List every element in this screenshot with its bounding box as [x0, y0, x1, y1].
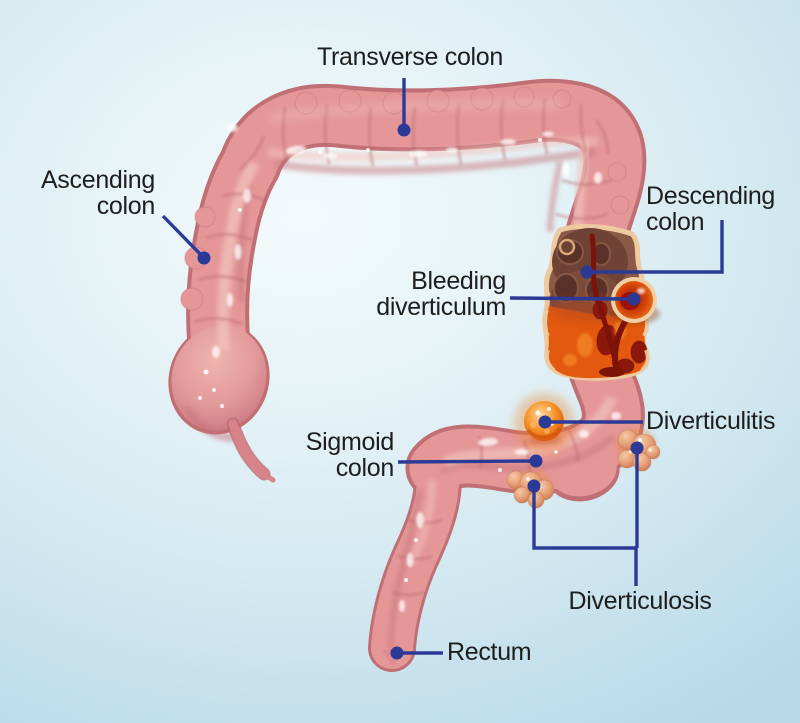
dot-diverticulitis: [538, 415, 552, 429]
label-descending-colon: Descending colon: [646, 183, 796, 235]
dot-rectum: [390, 646, 404, 660]
leader-descending-colon: [590, 220, 724, 274]
appendix-shape: [226, 417, 276, 483]
tube-shading: [182, 148, 617, 651]
label-descending-line1: Descending: [646, 182, 776, 210]
blood-pockets: [592, 300, 648, 374]
label-bleeding-line2: diverticulum: [376, 293, 506, 321]
label-sigmoid-colon: Sigmoid colon: [276, 428, 395, 482]
leader-sigmoid-colon: [397, 459, 534, 464]
cut-edge-accents: [542, 269, 650, 372]
label-sigmoid-line2: colon: [335, 454, 395, 482]
label-transverse-colon: Transverse colon: [316, 43, 504, 71]
leader-ascending-colon: [161, 214, 205, 259]
label-ascending-line2: colon: [96, 192, 156, 220]
descending-colon-cutaway: [542, 224, 660, 381]
label-diverticulitis: Diverticulitis: [646, 407, 776, 435]
leader-bleeding-diverticulum: [509, 296, 632, 301]
leader-lines: [161, 78, 724, 655]
sigmoid-lower-lobe: [549, 443, 617, 497]
label-bleeding-diverticulum: Bleeding diverticulum: [358, 268, 506, 320]
label-ascending-line1: Ascending: [40, 166, 155, 194]
label-descending-line2: colon: [646, 208, 705, 236]
label-ascending-colon: Ascending colon: [15, 167, 155, 219]
label-bleeding-line1: Bleeding: [411, 267, 506, 295]
dot-diverticulosis-left: [527, 479, 541, 493]
colon-body: [168, 87, 629, 668]
dot-ascending-colon: [197, 251, 211, 265]
cecum-shape: [171, 325, 267, 431]
dot-descending-colon: [580, 265, 594, 279]
inner-diverticulum: [558, 238, 576, 256]
label-rectum: Rectum: [447, 638, 532, 666]
dot-transverse-colon: [397, 123, 411, 137]
specular-highlights: [198, 101, 621, 612]
label-diverticulosis: Diverticulosis: [568, 587, 712, 615]
dot-bleeding-diverticulum: [627, 292, 641, 306]
dot-diverticulosis-right: [630, 441, 644, 455]
leader-diverticulosis-left: [532, 490, 636, 550]
dot-sigmoid-colon: [529, 454, 543, 468]
leader-dots: [197, 123, 644, 660]
label-sigmoid-line1: Sigmoid: [305, 428, 395, 456]
